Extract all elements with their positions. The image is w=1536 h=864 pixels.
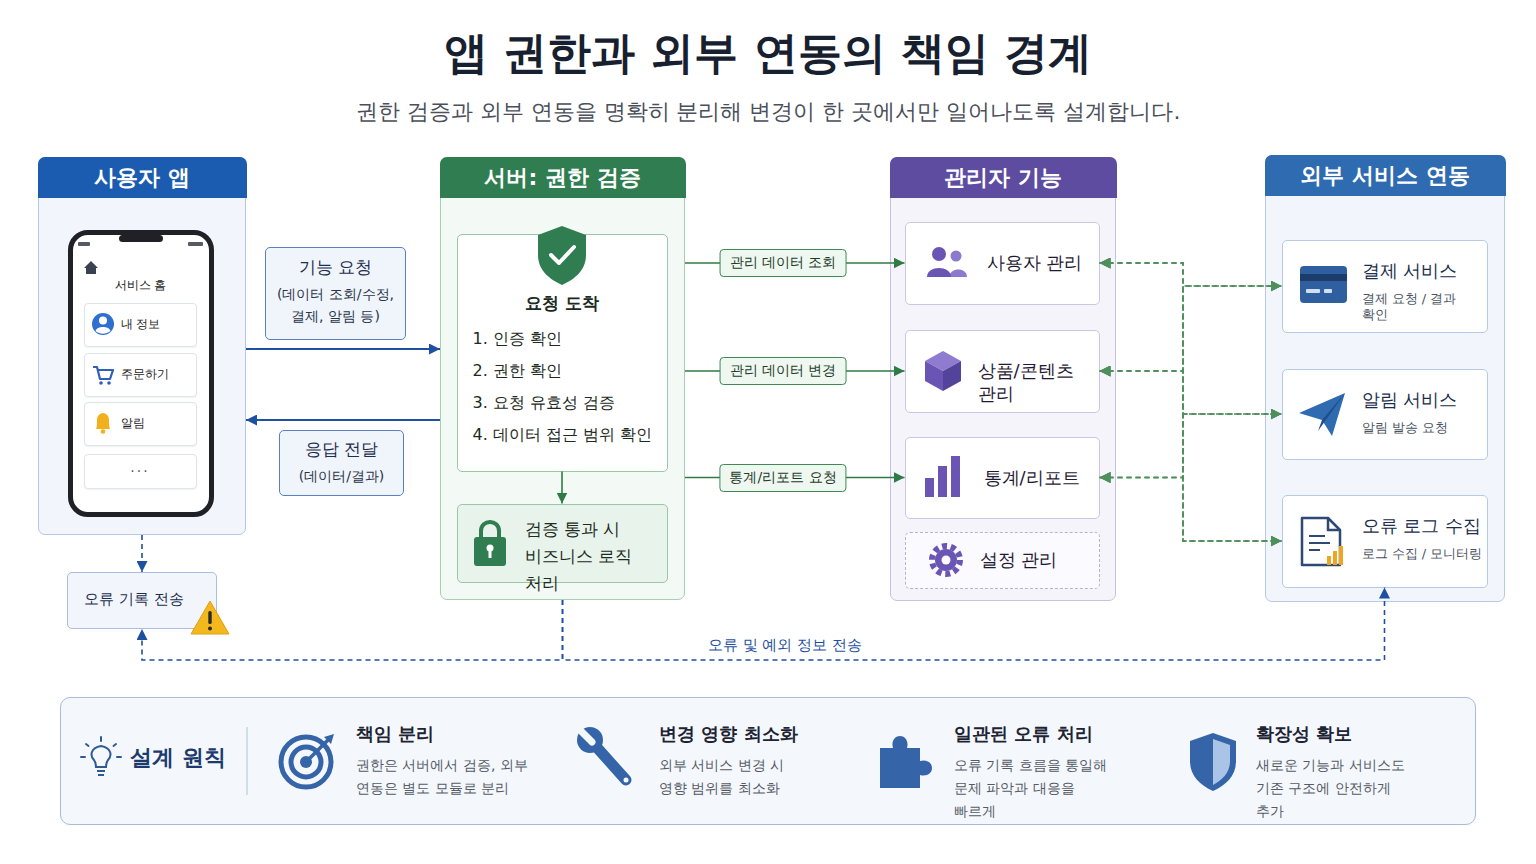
- node-title: 오류 로그 수집: [1362, 514, 1484, 537]
- menu-item: 주문하기: [84, 353, 197, 397]
- feature-box: 상품/콘텐츠 관리: [905, 330, 1100, 413]
- edge-label-box: 관리 데이터 변경: [720, 357, 847, 385]
- dashed-connector: [1100, 414, 1282, 478]
- node-title: 응답 전달: [280, 438, 403, 460]
- edge-label: 오류 및 예외 정보 전송: [708, 636, 862, 655]
- process-box: 검증 통과 시 비즈니스 로직 처리: [457, 504, 668, 583]
- feature-box: 설정 관리: [905, 532, 1100, 589]
- node-title: 오류 기록 전송: [84, 590, 214, 610]
- node-text: 알림 발송 요청: [1362, 420, 1484, 437]
- node-title: 요청 도착: [458, 292, 667, 314]
- arrow-connector: [246, 419, 440, 421]
- dashed-connector: [1100, 286, 1282, 371]
- node-text: 일관된 오류 처리: [954, 722, 1154, 745]
- node-title: 주문하기: [121, 367, 193, 383]
- node-title: 내 정보: [121, 317, 193, 333]
- node-text: (데이터/결과): [280, 467, 403, 485]
- node-title: 알림 서비스: [1362, 388, 1484, 411]
- panel: 사용자 앱서비스 홈내 정보주문하기알림 ···: [38, 157, 246, 535]
- menu-item: ···: [84, 454, 197, 489]
- node-title: 서비스 홈: [73, 278, 209, 294]
- node-text: 새로운 기능과 서비스도 기존 구조에 안전하게 추가: [1256, 754, 1416, 823]
- node-title: 사용자 관리: [987, 251, 1097, 274]
- node-title: 서버: 권한 검증: [440, 157, 686, 198]
- feature-box: 통계/리포트: [905, 437, 1100, 519]
- node-text: 3. 요청 유효성 검증: [473, 393, 663, 414]
- dashed-connector: [1100, 263, 1282, 414]
- diagram-title: 앱 권한과 외부 연동의 책임 경계: [0, 24, 1536, 81]
- panel-header: 관리자 기능: [890, 157, 1117, 198]
- process-box: 요청 도착 1. 인증 확인 2. 권한 확인 3. 요청 유효성 검증 4. 데이터 …: [457, 234, 668, 472]
- node-title: 통계/리포트: [984, 466, 1096, 489]
- node-text: (데이터 조회/수정, 결제, 알림 등): [273, 283, 398, 327]
- panel-header: 외부 서비스 연동: [1265, 155, 1506, 196]
- arrow-connector: [246, 348, 440, 350]
- node-text: 1. 인증 확인: [473, 329, 663, 350]
- error-box: 오류 기록 전송: [67, 572, 217, 629]
- panel-header: 서버: 권한 검증: [440, 157, 686, 198]
- node-title: 관리자 기능: [890, 157, 1117, 198]
- diagram-caption: 권한 검증과 외부 연동을 명확히 분리해 변경이 한 곳에서만 일어나도록 설…: [0, 98, 1536, 127]
- node-text: 2. 권한 확인: [473, 361, 663, 382]
- node-title: 검증 통과 시 비즈니스 로직 처리: [525, 516, 660, 597]
- node-title: 알림: [121, 416, 193, 432]
- node-title: 결제 서비스: [1362, 259, 1484, 282]
- flow-label-box: 기능 요청 (데이터 조회/수정, 결제, 알림 등): [265, 247, 406, 340]
- panel-header: 사용자 앱: [38, 157, 247, 198]
- edge-label-box: 통계/리포트 요청: [719, 464, 846, 492]
- dashed-connector: [1100, 286, 1282, 478]
- node-title: 설계 원칙: [130, 744, 250, 773]
- node-title: 외부 서비스 연동: [1265, 155, 1506, 196]
- node-title: ···: [85, 462, 196, 480]
- dashed-connector: [1100, 263, 1282, 541]
- panel: 외부 서비스 연동결제 서비스결제 요청 / 결과 확인알림 서비스알림 발송 …: [1265, 155, 1505, 602]
- node-text: 결제 요청 / 결과 확인: [1362, 291, 1484, 325]
- node-title: 사용자 앱: [38, 157, 247, 198]
- node-title: 설정 관리: [980, 548, 1090, 571]
- dashed-connector: [1100, 371, 1282, 414]
- node-text: 로그 수집 / 모니터링: [1362, 546, 1484, 563]
- panel: 관리자 기능사용자 관리상품/콘텐츠 관리통계/리포트설정 관리: [890, 157, 1116, 601]
- node-text: 외부 서비스 변경 시 영향 범위를 최소화: [659, 754, 804, 800]
- node-text: 4. 데이터 접근 범위 확인: [473, 425, 663, 446]
- service-box: 오류 로그 수집로그 수집 / 모니터링: [1282, 495, 1488, 588]
- node-text: 권한은 서버에서 검증, 외부 연동은 별도 모듈로 분리: [356, 754, 546, 800]
- node-title: 상품/콘텐츠 관리: [978, 359, 1100, 406]
- node-text: 오류 기록 흐름을 통일해 문제 파악과 대응을 빠르게: [954, 754, 1119, 823]
- node-title: 기능 요청: [266, 256, 405, 278]
- node-text: 변경 영향 최소화: [659, 722, 859, 745]
- node-text: 책임 분리: [356, 722, 556, 745]
- dashed-connector: [1100, 371, 1282, 541]
- principles-band: 설계 원칙 책임 분리권한은 서버에서 검증, 외부 연동은 별도 모듈로 분리 변…: [60, 697, 1476, 825]
- node-text: 확장성 확보: [1256, 722, 1456, 745]
- edge-label-box: 관리 데이터 조회: [720, 249, 847, 277]
- panel: 서버: 권한 검증요청 도착 1. 인증 확인 2. 권한 확인 3. 요청 유효성 …: [440, 157, 685, 600]
- menu-item: 알림: [84, 402, 197, 446]
- flow-label-box: 응답 전달 (데이터/결과): [279, 430, 404, 496]
- phone-screen: 서비스 홈내 정보주문하기알림 ···: [68, 230, 214, 517]
- dashed-connector: [1100, 478, 1282, 542]
- service-box: 알림 서비스알림 발송 요청: [1282, 369, 1488, 460]
- feature-box: 사용자 관리: [905, 222, 1100, 305]
- service-box: 결제 서비스결제 요청 / 결과 확인: [1282, 240, 1488, 333]
- menu-item: 내 정보: [84, 303, 197, 347]
- dashed-connector: [141, 535, 143, 572]
- dashed-connector: [1100, 263, 1282, 286]
